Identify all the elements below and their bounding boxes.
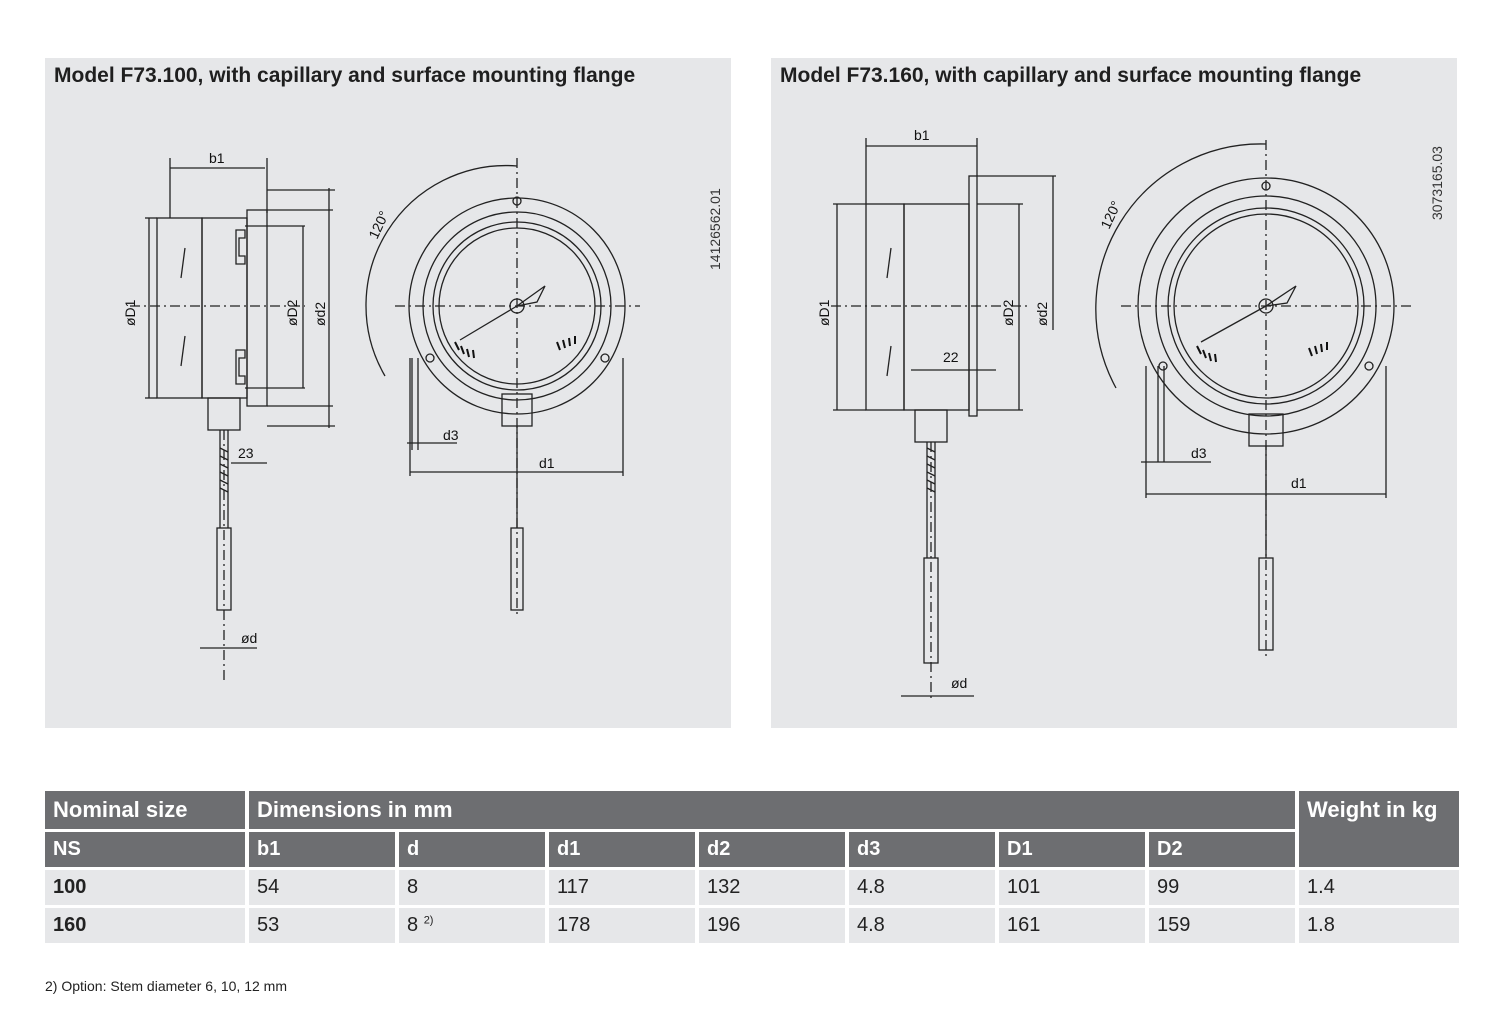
drawing-panel-f73-100: Model F73.100, with capillary and surfac… <box>45 58 731 728</box>
cell-d2: 132 <box>699 870 845 905</box>
probe-stem <box>216 527 232 611</box>
scale-marks <box>1196 342 1328 363</box>
label-d: ød <box>951 675 967 691</box>
panel-title: Model F73.160, with capillary and surfac… <box>780 64 1362 87</box>
col-d: d <box>399 832 545 867</box>
label-d3: d3 <box>1191 445 1207 461</box>
cell-d3: 4.8 <box>849 908 995 943</box>
cell-d: 8 2) <box>399 908 545 943</box>
cell-d2: 196 <box>699 908 845 943</box>
label-b1: b1 <box>914 127 930 143</box>
cell-d-value: 8 <box>407 914 419 936</box>
label-d1: d1 <box>1291 475 1307 491</box>
label-D1: øD1 <box>816 299 832 326</box>
col-d3: d3 <box>849 832 995 867</box>
mounting-flange <box>968 175 978 417</box>
footnote-ref: 2) <box>423 914 434 927</box>
cell-weight: 1.4 <box>1299 870 1460 905</box>
cell-b1: 54 <box>249 870 395 905</box>
col-ns: NS <box>45 832 245 867</box>
connection-socket <box>207 397 241 431</box>
cell-D1: 101 <box>999 870 1145 905</box>
cell-d1: 117 <box>549 870 695 905</box>
label-angle: 120° <box>1097 198 1124 231</box>
header-dimensions: Dimensions in mm <box>249 791 1296 829</box>
120-degree-arc <box>365 164 518 377</box>
label-d2: ød2 <box>1034 302 1050 326</box>
label-b1: b1 <box>209 150 225 166</box>
cell-ns: 100 <box>45 870 245 905</box>
label-angle: 120° <box>365 208 392 241</box>
connection-socket <box>914 409 948 443</box>
scale-marks <box>454 336 576 359</box>
label-d3: d3 <box>443 427 459 443</box>
cell-D2: 159 <box>1149 908 1296 943</box>
label-D1: øD1 <box>122 299 138 326</box>
col-b1: b1 <box>249 832 395 867</box>
cell-D2: 99 <box>1149 870 1296 905</box>
label-d2: ød2 <box>312 302 328 326</box>
label-D2: øD2 <box>1000 299 1016 326</box>
dimensions-table: Nominal size Dimensions in mm Weight in … <box>41 788 1463 946</box>
120-degree-arc <box>1095 143 1267 389</box>
drawing-panel-f73-160: Model F73.160, with capillary and surfac… <box>771 58 1457 728</box>
technical-drawing-side-and-front: b1 øD1 øD2 ød2 23 ød d3 d1 120° <box>122 150 640 683</box>
table-header-row: Nominal size Dimensions in mm Weight in … <box>45 791 1460 867</box>
label-D2: øD2 <box>284 299 300 326</box>
col-D1: D1 <box>999 832 1145 867</box>
pointer-needle <box>459 305 518 341</box>
label-d: ød <box>241 630 257 646</box>
col-D2: D2 <box>1149 832 1296 867</box>
mounting-flange <box>246 209 268 407</box>
technical-drawing-side-and-front: b1 øD1 øD2 ød2 22 ød d3 d1 120° <box>816 127 1411 698</box>
header-weight: Weight in kg <box>1299 791 1460 867</box>
panel-title: Model F73.100, with capillary and surfac… <box>54 64 636 87</box>
cell-D1: 161 <box>999 908 1145 943</box>
probe-stem <box>923 557 939 664</box>
cell-d: 8 <box>399 870 545 905</box>
case-side-outline <box>865 203 905 411</box>
label-22: 22 <box>943 349 959 365</box>
pointer-needle <box>1200 305 1267 343</box>
col-d2: d2 <box>699 832 845 867</box>
cell-ns: 160 <box>45 908 245 943</box>
case-side-outline <box>156 217 203 399</box>
cell-d1: 178 <box>549 908 695 943</box>
table-row: 160 53 8 2) 178 196 4.8 161 159 1.8 <box>45 908 1460 943</box>
label-23: 23 <box>238 445 254 461</box>
cell-weight: 1.8 <box>1299 908 1460 943</box>
footnote: 2) Option: Stem diameter 6, 10, 12 mm <box>45 978 287 994</box>
cell-b1: 53 <box>249 908 395 943</box>
label-d1: d1 <box>539 455 555 471</box>
table-row: 100 54 8 117 132 4.8 101 99 1.4 <box>45 870 1460 905</box>
table-subheader-row: NS b1 d d1 d2 d3 D1 D2 <box>45 832 1459 867</box>
col-d1: d1 <box>549 832 695 867</box>
cell-d3: 4.8 <box>849 870 995 905</box>
header-nominal-size: Nominal size <box>45 791 245 829</box>
